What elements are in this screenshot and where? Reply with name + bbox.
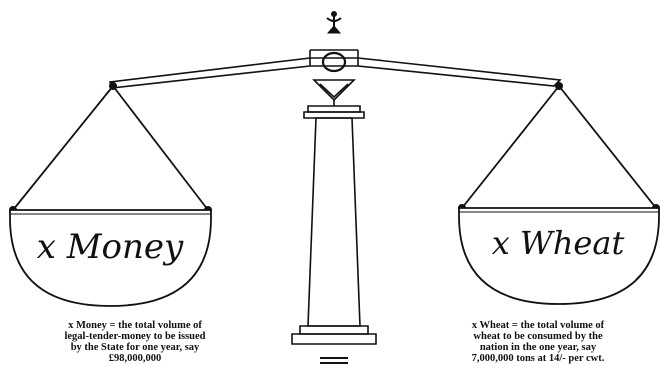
left-caption-line: by the State for one year, say (25, 342, 245, 353)
left-pan (10, 83, 212, 307)
right-pan-label: x Wheat (492, 224, 625, 262)
right-caption-line: x Wheat = the total volume of (428, 320, 648, 331)
right-caption-line: 7,000,000 tons at 14/- per cwt. (428, 353, 648, 364)
left-caption-line: £98,000,000 (25, 353, 245, 364)
left-caption-line: legal-tender-money to be issued (25, 331, 245, 342)
left-caption: x Money = the total volume of legal-tend… (25, 320, 245, 364)
right-caption-line: nation in the one year, say (428, 342, 648, 353)
right-pan (459, 83, 660, 305)
scale-column (292, 106, 376, 363)
left-caption-line: x Money = the total volume of (25, 320, 245, 331)
right-caption-line: wheat to be consumed by the (428, 331, 648, 342)
left-pan-label: x Money (37, 227, 184, 267)
right-caption: x Wheat = the total volume of wheat to b… (428, 320, 648, 364)
beam-finial (327, 12, 341, 34)
fulcrum (314, 80, 354, 106)
scale-beam (110, 50, 560, 88)
